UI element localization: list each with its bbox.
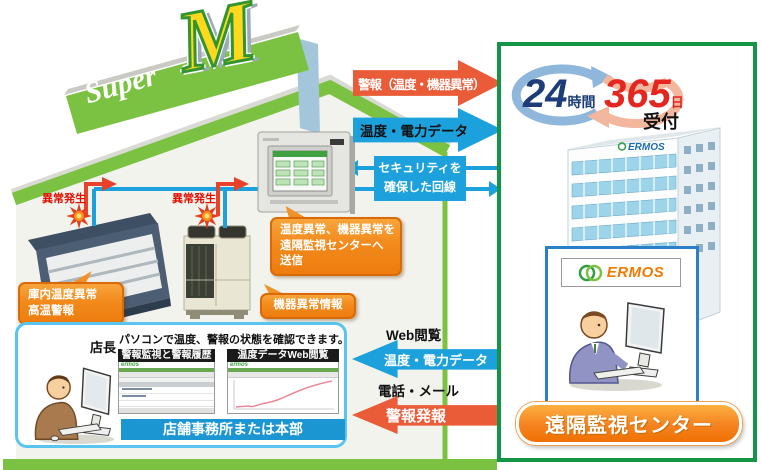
secure-line1: セキュリティを	[378, 161, 462, 175]
monitoring-center-pill: 遠隔監視センター	[516, 402, 742, 445]
alert-label-unit: 異常発生	[172, 193, 216, 205]
bubble-tail	[264, 284, 286, 295]
ermos-swirl-icon	[578, 264, 602, 281]
days-365: 365	[603, 72, 671, 116]
phone-mail-label: 電話・メール	[378, 384, 459, 399]
office-box: 店長 パソコンで温度、警報の状態を確認できます。 警報監視と警報履歴 ermos	[15, 322, 349, 448]
ermos-logo-box: ERMOS	[561, 258, 681, 287]
alarm-starburst-icon	[66, 203, 92, 229]
controller-device	[257, 131, 355, 214]
data-left-label: 温度・電力データ	[384, 352, 489, 368]
bubble-controller-line3: 送信	[280, 255, 303, 268]
screenshot-alarm-history: 警報監視と警報履歴 ermos	[118, 349, 215, 415]
mini-temp-chart	[233, 380, 334, 410]
bubble-controller-send: 温度異常、機器異常を 遠隔監視センターへ 送信	[270, 217, 402, 276]
alert-label-showcase: 異常発生	[42, 193, 86, 205]
location-bar: 店舗事務所または本部	[121, 419, 345, 440]
bubble-case-alarm: 庫内温度異常 高温警報	[18, 282, 124, 326]
building-logo-text: ERMOS	[628, 142, 665, 153]
bubble-controller-line1: 温度異常、機器異常を	[280, 224, 395, 236]
swirl-arrows-icon	[511, 64, 684, 129]
alarm-elbow-arrows	[84, 177, 249, 216]
store-manager-illustration	[34, 367, 115, 445]
store-sign	[64, 25, 320, 134]
hours-24: 24	[523, 72, 568, 116]
bubble-controller-line2: 遠隔監視センターへ	[280, 239, 384, 252]
outdoor-unit	[183, 225, 251, 319]
pc-note: パソコンで温度、警報の状態を確認できます。	[119, 334, 349, 346]
alarm-starburst-icon	[194, 203, 220, 229]
alarm-left-label: 警報発報	[386, 407, 447, 425]
operator-illustration	[569, 302, 665, 391]
screenshot-temp-web: 温度データWeb閲覧 ermos	[227, 349, 339, 415]
mini-ermos-logo: ermos	[230, 362, 249, 368]
bubble-case-line1: 庫内温度異常	[28, 289, 97, 301]
manager-label: 店長	[90, 340, 117, 355]
reception-label: 受付	[643, 112, 679, 132]
bubble-equipment-info: 機器異常情報	[260, 293, 356, 319]
monitoring-center-label: 遠隔監視センター	[545, 415, 713, 437]
bubble-equipment-text: 機器異常情報	[273, 299, 343, 311]
web-view-label: Web閲覧	[386, 328, 442, 343]
ermos-logo-text: ERMOS	[606, 264, 665, 281]
alarm-right-label: 警報（温度・機器異常）	[358, 77, 486, 92]
days-unit: 日	[670, 95, 684, 110]
operator-card: ERMOS	[545, 246, 699, 404]
mini-ermos-logo: ermos	[121, 362, 140, 368]
monitoring-center-panel: 24時間 365日 受付	[497, 42, 757, 462]
bubble-case-line2: 高温警報	[28, 304, 74, 317]
secure-line-box: セキュリティを 確保した回線	[374, 156, 466, 201]
hours-unit: 時間	[567, 94, 596, 110]
data-right-label: 温度・電力データ	[360, 124, 468, 139]
screenshot2-title: 温度データWeb閲覧	[227, 349, 339, 362]
screenshot1-title: 警報監視と警報履歴	[118, 349, 215, 362]
location-label: 店舗事務所または本部	[163, 421, 303, 437]
secure-line2: 確保した回線	[383, 180, 456, 195]
service-hours: 24時間 365日	[523, 72, 684, 117]
